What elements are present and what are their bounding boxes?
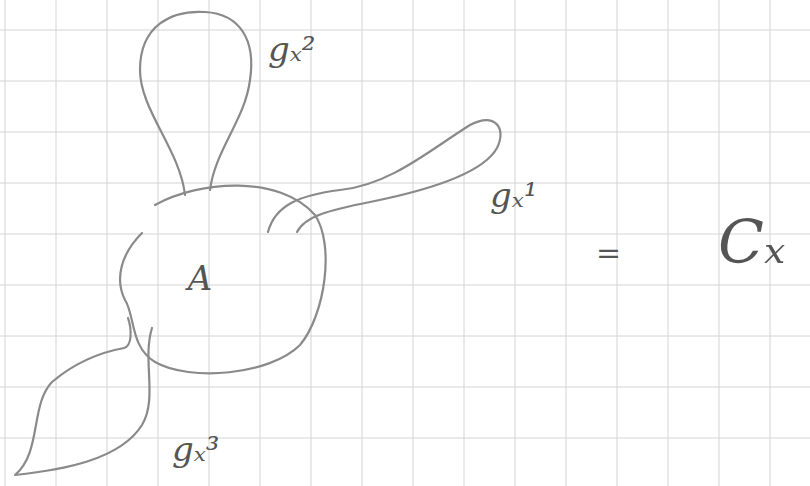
loop-label: gₓ² <box>268 32 315 66</box>
loop-label: gₓ³ <box>172 432 219 466</box>
blob-region: A <box>110 175 330 380</box>
blob-outline <box>110 175 330 380</box>
result-label: Cₓ <box>718 212 785 272</box>
equals-sign: = <box>596 238 621 268</box>
region-label: A <box>188 258 213 298</box>
loop-label: gₓ¹ <box>490 178 537 212</box>
loop-bottom-left <box>15 318 152 475</box>
loop-top <box>140 12 251 195</box>
loop-right <box>268 120 501 232</box>
